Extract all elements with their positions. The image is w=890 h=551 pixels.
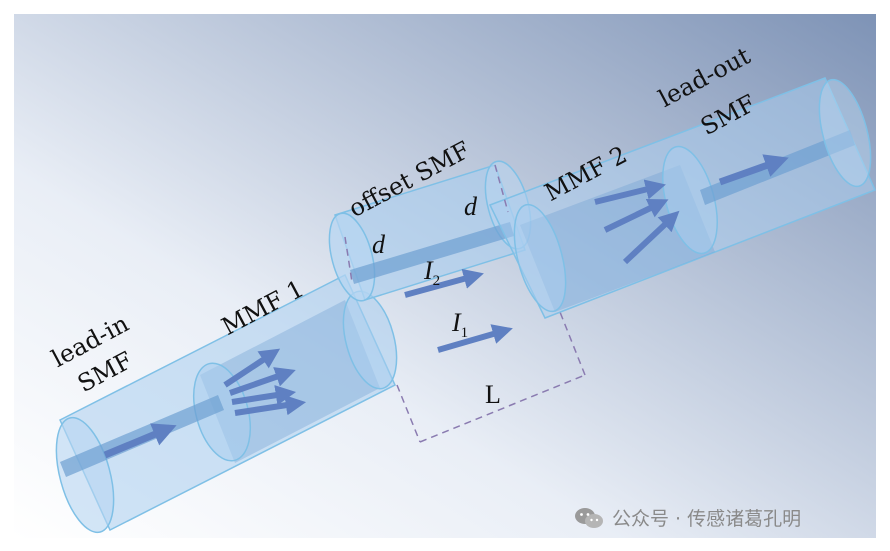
mmf1-arrow-1 <box>223 348 281 388</box>
mmf2-arrow-fan <box>594 179 680 265</box>
i2-symbol: I <box>424 256 433 285</box>
mmf1-arrow-fan <box>223 348 307 416</box>
mmf1-arrow-3 <box>231 385 297 406</box>
watermark: 公众号 · 传感诸葛孔明 <box>574 504 801 531</box>
mmf2-left-face <box>513 203 567 313</box>
i2-subscript: 2 <box>432 273 441 289</box>
mmf1-arrow-2 <box>229 367 296 396</box>
i1-symbol: I <box>452 308 461 337</box>
i1-arrow <box>437 324 513 353</box>
offset-smf-core <box>350 222 514 284</box>
length-label: L <box>485 380 501 409</box>
i1-subscript: 1 <box>460 325 469 341</box>
mmf1-arrow-4 <box>234 395 307 416</box>
lead-out-arrow <box>718 154 789 186</box>
d-label-left: d <box>372 230 385 259</box>
d-label-right: d <box>464 192 477 221</box>
lead-out-end-face <box>818 78 872 188</box>
mmf2-arrow-3 <box>622 210 680 265</box>
mmf2-arrow-2 <box>603 199 669 233</box>
lead-in-arrow <box>103 423 177 459</box>
wechat-icon <box>575 507 603 528</box>
length-marker-lines <box>344 164 586 443</box>
offset-smf-tube <box>328 160 532 302</box>
watermark-text: 公众号 · 传感诸葛孔明 <box>612 508 802 530</box>
i2-label: I2 <box>424 258 440 289</box>
mmf2-arrow-1 <box>594 179 666 205</box>
i2-arrow <box>404 268 484 298</box>
i1-label: I1 <box>452 310 468 341</box>
